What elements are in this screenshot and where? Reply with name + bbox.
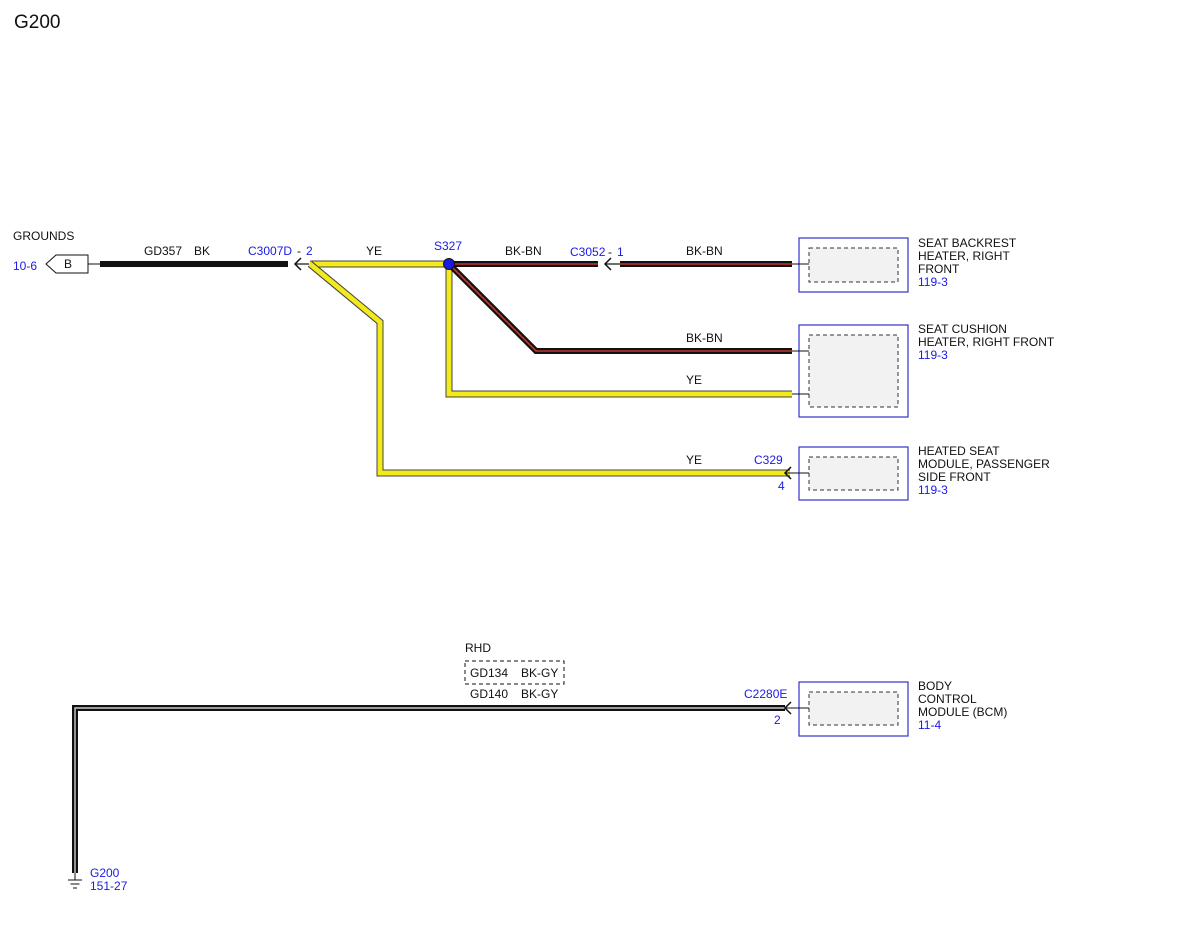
connector-c2280e-name[interactable]: C2280E [744, 687, 787, 701]
ground-point-name[interactable]: G200 [90, 866, 120, 880]
ground-icon [68, 873, 82, 889]
component-heated-seat-module[interactable] [785, 446, 909, 501]
wire-ye-cushion-color: YE [686, 373, 702, 387]
wire-ye-module-color: YE [686, 453, 702, 467]
bcm-label-2: CONTROL [918, 692, 977, 706]
splice-s327-name[interactable]: S327 [434, 239, 462, 253]
seat-backrest-ref[interactable]: 119-3 [918, 275, 948, 289]
seat-backrest-label-2: HEATER, RIGHT [918, 249, 1010, 263]
seat-cushion-label-1: SEAT CUSHION [918, 322, 1007, 336]
wire-ye-module [308, 262, 790, 476]
wire-bkbn-top-right-color: BK-BN [686, 244, 723, 258]
connector-c3007d-dash: - [297, 244, 301, 258]
grounds-connector-label: B [64, 257, 72, 271]
rhd-label: RHD [465, 641, 491, 655]
grounds-ref[interactable]: 10-6 [13, 259, 37, 273]
wire-bkbn-cushion [448, 263, 792, 352]
component-body-control-module[interactable] [785, 681, 909, 737]
bcm-wire-circuit: GD140 [470, 687, 508, 701]
connector-c3052-name[interactable]: C3052 [570, 245, 606, 259]
splice-s327-dot[interactable] [443, 258, 455, 270]
rhd-circuit: GD134 [470, 666, 508, 680]
seat-cushion-label-2: HEATER, RIGHT FRONT [918, 335, 1055, 349]
bcm-label-1: BODY [918, 679, 952, 693]
connector-c3052-pin: 1 [617, 245, 624, 259]
seat-backrest-label-3: FRONT [918, 262, 960, 276]
seat-backrest-label-1: SEAT BACKREST [918, 236, 1017, 250]
bcm-wire-color: BK-GY [521, 687, 558, 701]
connector-c329-name[interactable]: C329 [754, 453, 783, 467]
yellow-wire-network [307, 260, 792, 477]
grounds-label: GROUNDS [13, 229, 74, 243]
seat-cushion-ref[interactable]: 119-3 [918, 348, 948, 362]
wire-ye-cushion [446, 264, 792, 397]
connector-c3052-dash: - [608, 245, 612, 259]
heated-seat-module-label-1: HEATED SEAT [918, 444, 1000, 458]
wire-ye-main-color: YE [366, 244, 382, 258]
rhd-option-box [464, 660, 565, 685]
heated-seat-module-label-3: SIDE FRONT [918, 470, 991, 484]
bcm-ref[interactable]: 11-4 [918, 718, 941, 732]
wire-gd357-color: BK [194, 244, 210, 258]
component-seat-backrest-heater[interactable] [792, 237, 909, 293]
connector-c3007d-name[interactable]: C3007D [248, 244, 292, 258]
wire-bkbn-top-left-color: BK-BN [505, 244, 542, 258]
heated-seat-module-label-2: MODULE, PASSENGER [918, 457, 1050, 471]
page-title: G200 [14, 12, 60, 33]
wire-bkbn-cushion-color: BK-BN [686, 331, 723, 345]
rhd-color: BK-GY [521, 666, 558, 680]
bk-bn-wire-network [446, 261, 792, 354]
wire-gd140-bk-gy [72, 705, 785, 873]
connector-c329-pin: 4 [778, 479, 785, 493]
connector-c3007d-pin: 2 [306, 244, 313, 258]
ground-point-ref[interactable]: 151-27 [90, 879, 128, 893]
connector-c2280e-pin: 2 [774, 713, 781, 727]
bcm-label-3: MODULE (BCM) [918, 705, 1007, 719]
heated-seat-module-ref[interactable]: 119-3 [918, 483, 948, 497]
wire-gd357-circuit: GD357 [144, 244, 182, 258]
component-seat-cushion-heater[interactable] [792, 324, 909, 418]
